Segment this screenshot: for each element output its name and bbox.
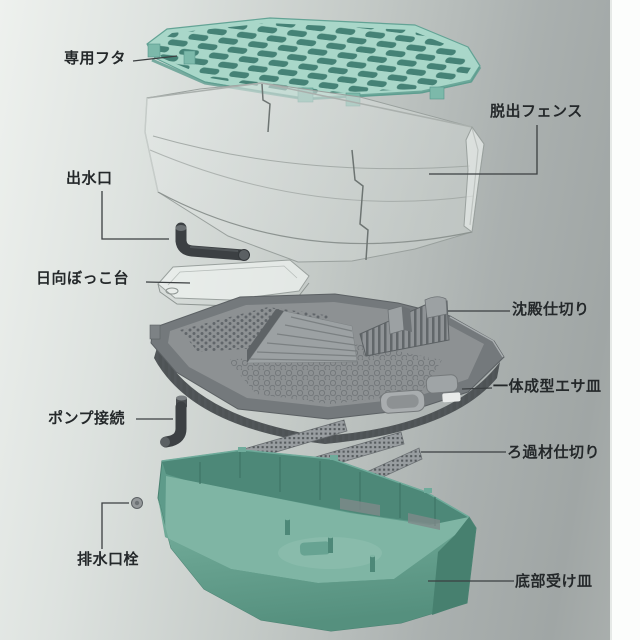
label-basking-platform: 日向ぼっこ台 xyxy=(36,270,130,287)
escape-fence-part xyxy=(144,82,485,263)
leader-water-outlet xyxy=(101,191,169,240)
leader-feeding-dish xyxy=(461,387,493,390)
label-drain-plug: 排水口栓 xyxy=(77,551,140,568)
label-water-outlet: 出水口 xyxy=(66,170,113,187)
main-tray-part xyxy=(149,293,505,444)
leader-lid xyxy=(132,55,178,62)
basking-platform-part xyxy=(157,259,310,307)
label-filter-divider: ろ過材仕切り xyxy=(507,444,601,461)
bottom-tray-part xyxy=(157,447,477,632)
label-bottom-tray: 底部受け皿 xyxy=(515,573,593,590)
label-lid: 専用フタ xyxy=(64,50,127,67)
leader-lines xyxy=(101,55,538,582)
sediment-divider-part xyxy=(359,296,450,357)
label-escape-fence: 脱出フェンス xyxy=(490,103,583,120)
label-pump-connection: ポンプ接続 xyxy=(48,410,126,427)
label-sediment-divider: 沈殿仕切り xyxy=(512,301,590,318)
leader-drain-plug xyxy=(101,502,129,549)
leader-escape-fence xyxy=(429,125,538,175)
lid-part xyxy=(146,17,482,107)
pump-connection-part xyxy=(160,395,187,448)
label-feeding-dish: 一体成型エサ皿 xyxy=(493,378,602,395)
feeding-dish-part xyxy=(379,374,461,414)
water-outlet-pipe xyxy=(175,222,250,261)
leader-basking-platform xyxy=(145,281,191,284)
right-margin xyxy=(610,0,640,640)
drain-plug-part xyxy=(131,497,143,509)
